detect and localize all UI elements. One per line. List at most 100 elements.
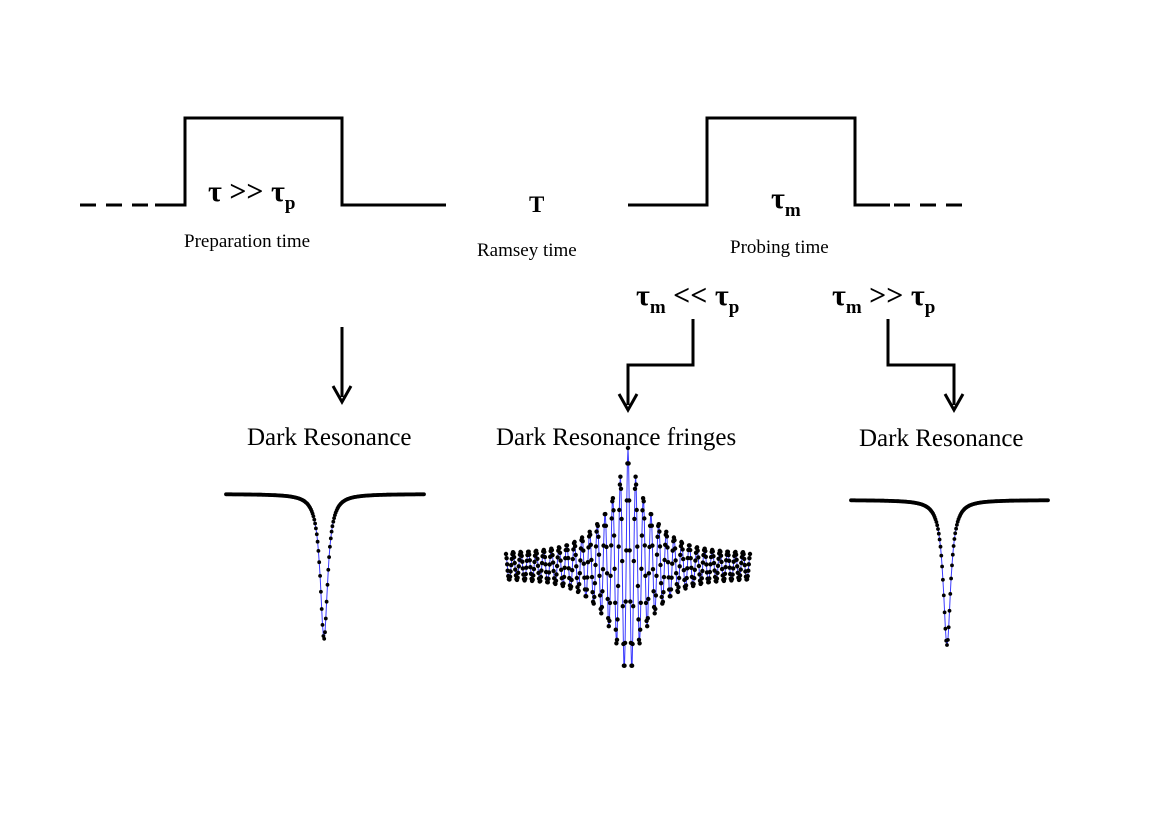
condition-short-probing: τm << τp [636, 279, 739, 318]
fringe-marker [687, 543, 692, 548]
fringe-marker [623, 599, 628, 604]
curve-marker [330, 524, 335, 529]
fringe-marker [593, 562, 598, 568]
fringe-marker [511, 554, 517, 560]
fringe-marker [636, 617, 641, 622]
fringe-marker [639, 533, 645, 538]
fringe-marker [628, 599, 633, 604]
fringe-marker [594, 529, 599, 534]
curve-marker [314, 526, 318, 531]
fringe-marker [645, 624, 650, 629]
curve-marker [945, 643, 949, 647]
fringe-marker [707, 569, 713, 575]
fringe-marker [624, 548, 629, 553]
fringe-marker [674, 571, 679, 576]
fringe-marker [557, 545, 562, 551]
fringe-marker [532, 559, 537, 565]
fringe-marker [650, 543, 655, 548]
fringe-marker [679, 541, 685, 546]
fringe-marker [585, 575, 590, 580]
curve-marker [946, 625, 951, 630]
fringe-marker [737, 576, 742, 582]
fringe-marker [607, 600, 613, 606]
fringe-marker [589, 557, 594, 563]
fringe-marker [684, 575, 689, 581]
fringe-marker [650, 567, 656, 572]
fringe-marker [725, 549, 731, 554]
fringe-marker [694, 545, 700, 550]
fringe-marker [634, 507, 639, 513]
fringe-marker [692, 567, 697, 572]
fringe-marker [681, 556, 686, 562]
fringe-marker [658, 562, 663, 568]
fringe-marker [546, 570, 552, 575]
fringe-marker [712, 568, 717, 573]
ramsey-time-label: Ramsey time [477, 240, 577, 261]
fringe-marker [512, 560, 517, 566]
curve-marker [954, 526, 958, 531]
fringe-marker [641, 499, 646, 504]
fringe-marker [546, 576, 551, 581]
curve-marker [946, 638, 950, 642]
fringe-marker [596, 552, 602, 557]
fringe-marker [612, 566, 617, 571]
fringe-marker [745, 573, 750, 579]
fringe-marker [538, 578, 543, 584]
fringe-marker [558, 558, 563, 563]
fringe-marker [651, 589, 656, 594]
fringe-marker [676, 585, 681, 590]
fringe-marker [631, 604, 636, 609]
probing-symbol: τm [771, 182, 801, 221]
fringe-marker [585, 560, 591, 565]
fringe-marker [635, 583, 641, 589]
fringe-marker [731, 566, 736, 571]
fringe-marker [515, 575, 520, 580]
curve-marker [934, 520, 939, 524]
curve-marker [324, 599, 329, 604]
fringe-marker [746, 568, 751, 573]
fringe-marker [642, 516, 647, 521]
dark-resonance-fringes-curve [503, 445, 753, 668]
fringe-marker [729, 576, 735, 582]
fringe-marker [564, 543, 570, 548]
fringe-marker [591, 601, 596, 606]
fringe-marker [638, 600, 643, 605]
fringe-marker [631, 558, 636, 564]
curve-marker [948, 592, 953, 596]
fringe-marker [723, 565, 728, 570]
fringe-marker [635, 544, 640, 549]
fringe-marker [685, 566, 690, 571]
fringe-marker [588, 532, 593, 537]
fringe-marker [742, 556, 747, 562]
curve-marker [943, 626, 948, 631]
fringe-marker [665, 545, 670, 550]
curve-marker [941, 593, 946, 598]
fringe-marker [633, 474, 638, 479]
fringe-marker [538, 574, 544, 580]
fringe-marker [579, 535, 585, 540]
fringe-marker [530, 577, 535, 582]
fringe-marker [620, 604, 625, 609]
fringe-marker [511, 551, 516, 556]
fringe-marker [606, 624, 611, 629]
fringe-marker [603, 523, 609, 528]
fringe-marker [614, 637, 620, 642]
fringe-marker [657, 544, 663, 549]
fringe-marker [730, 572, 735, 577]
fringe-marker [691, 581, 696, 587]
fringe-marker [590, 590, 595, 595]
fringe-marker [569, 577, 574, 583]
fringe-marker [519, 553, 524, 559]
fringe-marker [613, 600, 618, 605]
fringe-marker [523, 576, 528, 581]
fringe-marker [697, 572, 702, 577]
fringe-marker [649, 523, 654, 528]
fringe-marker [696, 555, 701, 560]
fringe-marker [592, 581, 598, 586]
fringe-marker [696, 563, 702, 569]
fringe-marker [520, 566, 525, 571]
fringe-marker [608, 573, 613, 578]
fringe-marker [570, 556, 575, 562]
